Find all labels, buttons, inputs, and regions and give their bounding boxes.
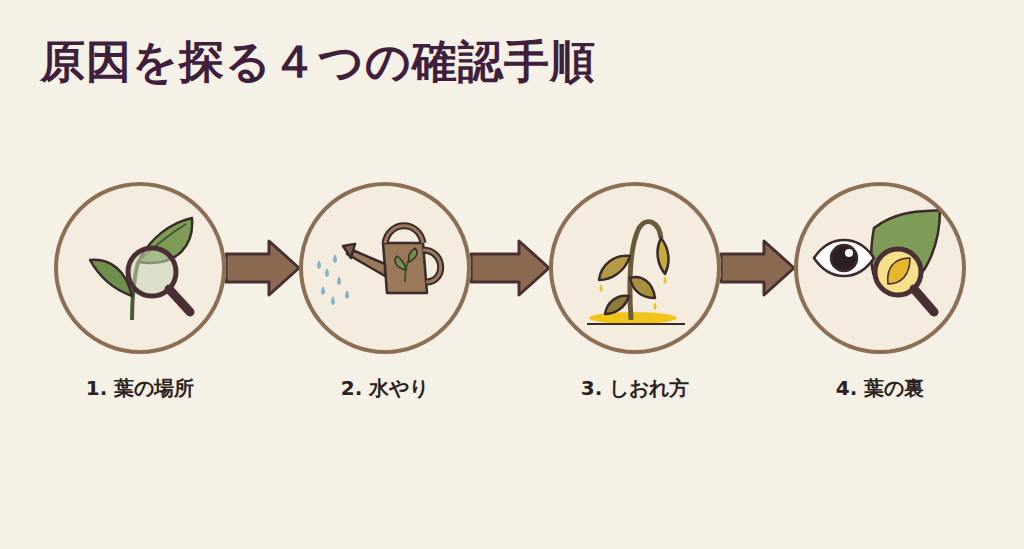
step-label: 4. 葉の裏 — [836, 376, 924, 400]
circle-outline — [549, 182, 721, 354]
watering-can-icon — [317, 226, 441, 305]
title: 原因を探る４つの確認手順 — [40, 32, 596, 92]
step-circle: 4. 葉の裏 — [794, 182, 966, 354]
wilted-plant-icon — [587, 222, 685, 324]
step-circle: 2. 水やり — [299, 182, 471, 354]
step-circle: 3. しおれ方 — [549, 182, 721, 354]
flow-arrow — [721, 241, 794, 295]
step-label: 3. しおれ方 — [581, 376, 689, 400]
flow-arrow — [226, 241, 299, 295]
circle-outline — [299, 182, 471, 354]
circle-fill — [54, 182, 966, 354]
step-label: 2. 水やり — [341, 376, 429, 400]
circle-outline — [794, 182, 966, 354]
step-label: 1. 葉の場所 — [86, 376, 194, 400]
leaf-magnifier-icon — [90, 218, 192, 320]
flow-arrow — [471, 241, 549, 295]
step-circle: 1. 葉の場所 — [54, 182, 226, 354]
eye-leaf-icon — [814, 210, 940, 312]
circle-outline — [54, 182, 226, 354]
